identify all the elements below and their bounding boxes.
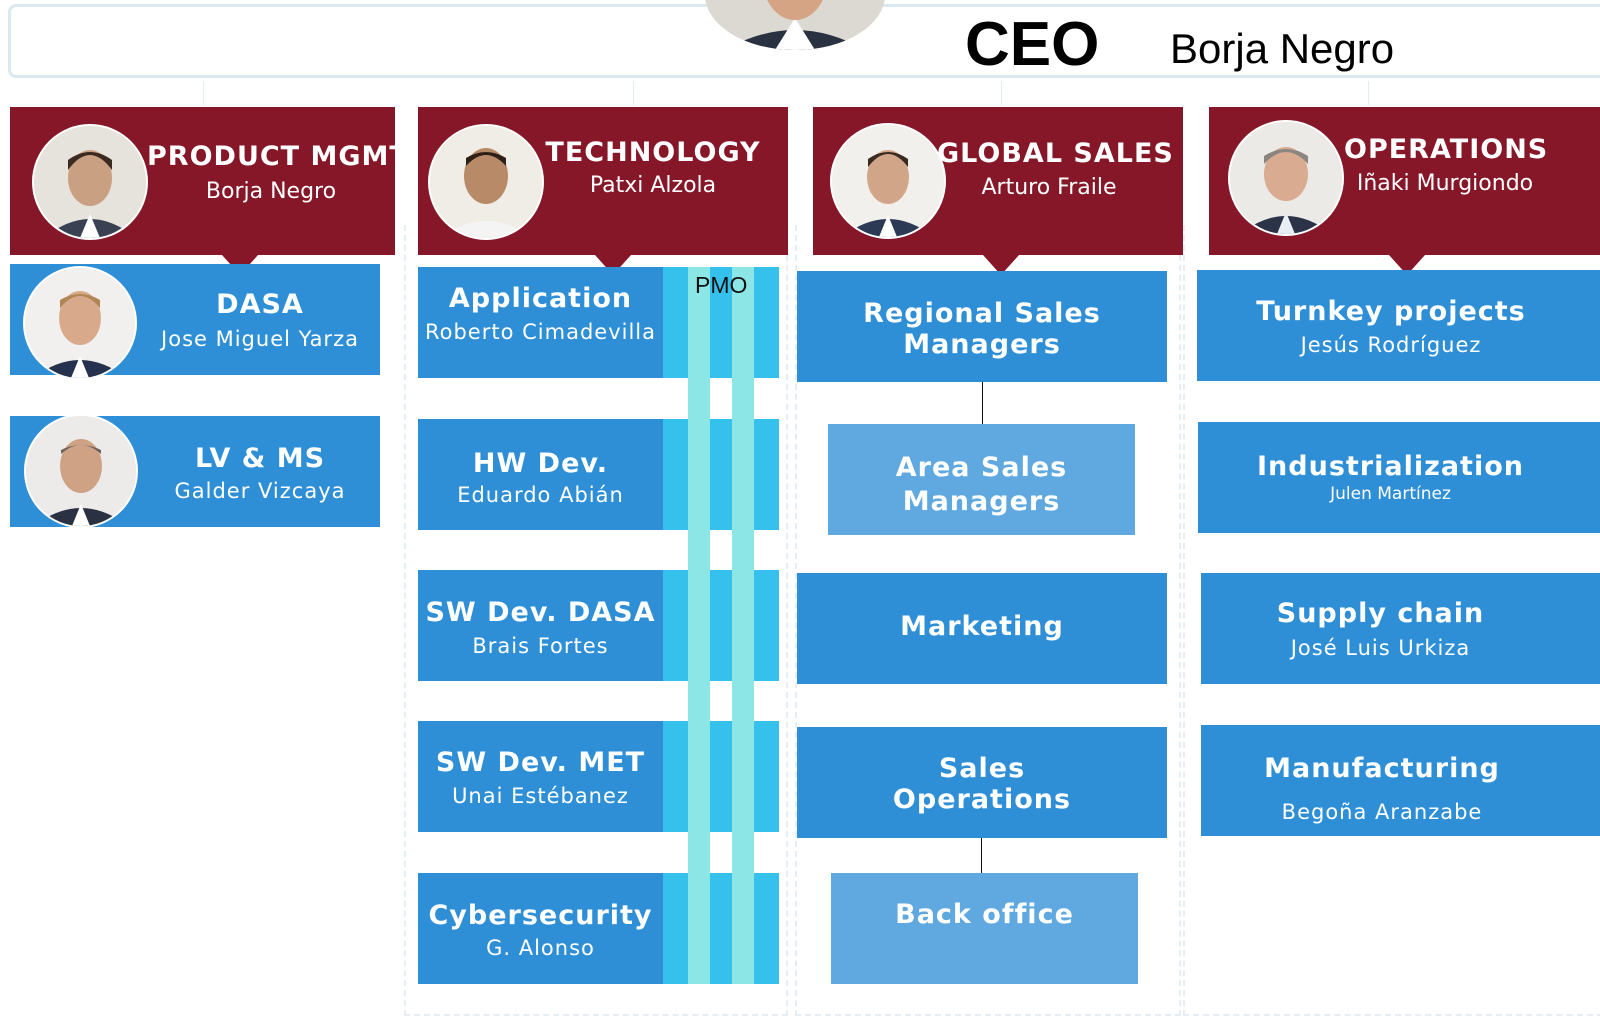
team-title: DASA: [216, 289, 304, 320]
team-lead: G. Alonso: [486, 936, 595, 960]
avatar: [830, 123, 946, 239]
team-title: Marketing: [900, 611, 1064, 642]
dept-title: TECHNOLOGY: [545, 137, 761, 168]
team-lead: Roberto Cimadevilla: [424, 320, 656, 344]
team-box-lv-ms: LV & MS Galder Vizcaya: [10, 414, 380, 528]
connector-tick: [633, 81, 634, 105]
team-title-line2: Operations: [892, 784, 1072, 815]
team-title-line2: Managers: [903, 329, 1061, 360]
team-title: LV & MS: [194, 443, 326, 474]
team-title: Industrialization: [1257, 451, 1524, 482]
pmo-band-segment: [663, 873, 779, 984]
team-title-line1: Area Sales: [895, 452, 1068, 483]
team-lead: Begoña Aranzabe: [1281, 800, 1483, 824]
team-title: HW Dev.: [472, 448, 609, 479]
team-box-hw-dev: HW Dev. Eduardo Abián: [418, 419, 779, 530]
team-lead: Unai Estébanez: [452, 784, 629, 808]
pmo-band-segment: [663, 570, 779, 681]
technology-column-outline: [404, 225, 788, 1016]
connector-tick: [1368, 81, 1369, 105]
team-box-dasa: DASA Jose Miguel Yarza: [10, 264, 380, 380]
connector-tick: [1001, 81, 1002, 105]
team-title: SW Dev. DASA: [425, 597, 656, 628]
team-box-back-office: Back office: [831, 873, 1138, 984]
team-box-industrialization: Industrialization Julen Martínez: [1198, 422, 1600, 533]
team-title: Manufacturing: [1264, 753, 1500, 784]
team-title: Application: [448, 283, 633, 314]
dept-head-name: Arturo Fraile: [981, 175, 1117, 200]
dept-title: GLOBAL SALES: [937, 138, 1174, 169]
connector-line: [981, 838, 982, 873]
dept-title: OPERATIONS: [1344, 134, 1549, 165]
team-box-manufacturing: Manufacturing Begoña Aranzabe: [1201, 725, 1600, 836]
pmo-stripe: [688, 267, 710, 984]
dept-head-name: Iñaki Murgiondo: [1356, 171, 1534, 196]
operations-column-outline: [1183, 225, 1600, 1016]
pmo-label: PMO: [695, 272, 748, 298]
team-box-application: Application Roberto Cimadevilla: [418, 267, 779, 378]
team-box-sw-dev-dasa: SW Dev. DASA Brais Fortes: [418, 570, 779, 681]
dept-header-product: PRODUCT MGMT. Borja Negro: [10, 107, 416, 275]
team-lead: Jose Miguel Yarza: [161, 327, 359, 351]
team-title: Supply chain: [1276, 598, 1485, 629]
team-title-line2: Managers: [902, 486, 1061, 517]
team-lead: Galder Vizcaya: [174, 479, 346, 503]
avatar: [32, 124, 148, 240]
dept-head-name: Borja Negro: [205, 179, 337, 204]
team-box-sw-dev-met: SW Dev. MET Unai Estébanez: [418, 721, 779, 832]
connector-line: [982, 382, 983, 424]
dept-header-technology: TECHNOLOGY Patxi Alzola: [418, 107, 788, 275]
dept-head-name: Patxi Alzola: [589, 173, 717, 198]
avatar: [428, 124, 544, 240]
team-title: SW Dev. MET: [435, 747, 646, 778]
pmo-band-segment: [663, 721, 779, 832]
team-title: Cybersecurity: [428, 900, 653, 931]
dept-header-operations: OPERATIONS Iñaki Murgiondo: [1209, 107, 1600, 275]
sales-column-outline: [795, 225, 1181, 1016]
avatar: [24, 414, 138, 528]
team-lead: Brais Fortes: [472, 634, 609, 658]
avatar: [1228, 120, 1344, 236]
dept-header-sales: GLOBAL SALES Arturo Fraile: [813, 107, 1183, 275]
dept-title: PRODUCT MGMT.: [147, 141, 416, 172]
header-pointer: [983, 255, 1019, 275]
avatar: [23, 266, 137, 380]
team-box-supply-chain: Supply chain José Luis Urkiza: [1201, 573, 1600, 684]
team-box-regional-sales: Regional Sales Managers: [797, 271, 1167, 382]
ceo-photo: [705, 0, 885, 50]
ceo-title: CEO: [965, 10, 1100, 79]
team-box-marketing: Marketing: [797, 573, 1167, 684]
connector-tick: [203, 81, 204, 105]
pmo-stripe: [732, 267, 754, 984]
team-title-line1: Sales: [938, 753, 1026, 784]
team-title: Turnkey projects: [1256, 296, 1526, 327]
pmo-band-segment: [663, 267, 779, 378]
team-lead: Eduardo Abián: [457, 483, 624, 507]
team-box-sales-operations: Sales Operations: [797, 727, 1167, 838]
team-lead: Julen Martínez: [1330, 484, 1451, 504]
team-lead: Jesús Rodríguez: [1300, 333, 1482, 357]
team-lead: José Luis Urkiza: [1290, 636, 1471, 660]
pmo-band-segment: [663, 419, 779, 530]
team-box-turnkey: Turnkey projects Jesús Rodríguez: [1197, 270, 1600, 381]
team-title: Back office: [895, 899, 1074, 930]
team-box-area-sales: Area Sales Managers: [828, 424, 1135, 535]
team-title-line1: Regional Sales: [863, 298, 1101, 329]
ceo-name: Borja Negro: [1170, 25, 1395, 72]
team-box-cybersecurity: Cybersecurity G. Alonso: [418, 873, 779, 984]
